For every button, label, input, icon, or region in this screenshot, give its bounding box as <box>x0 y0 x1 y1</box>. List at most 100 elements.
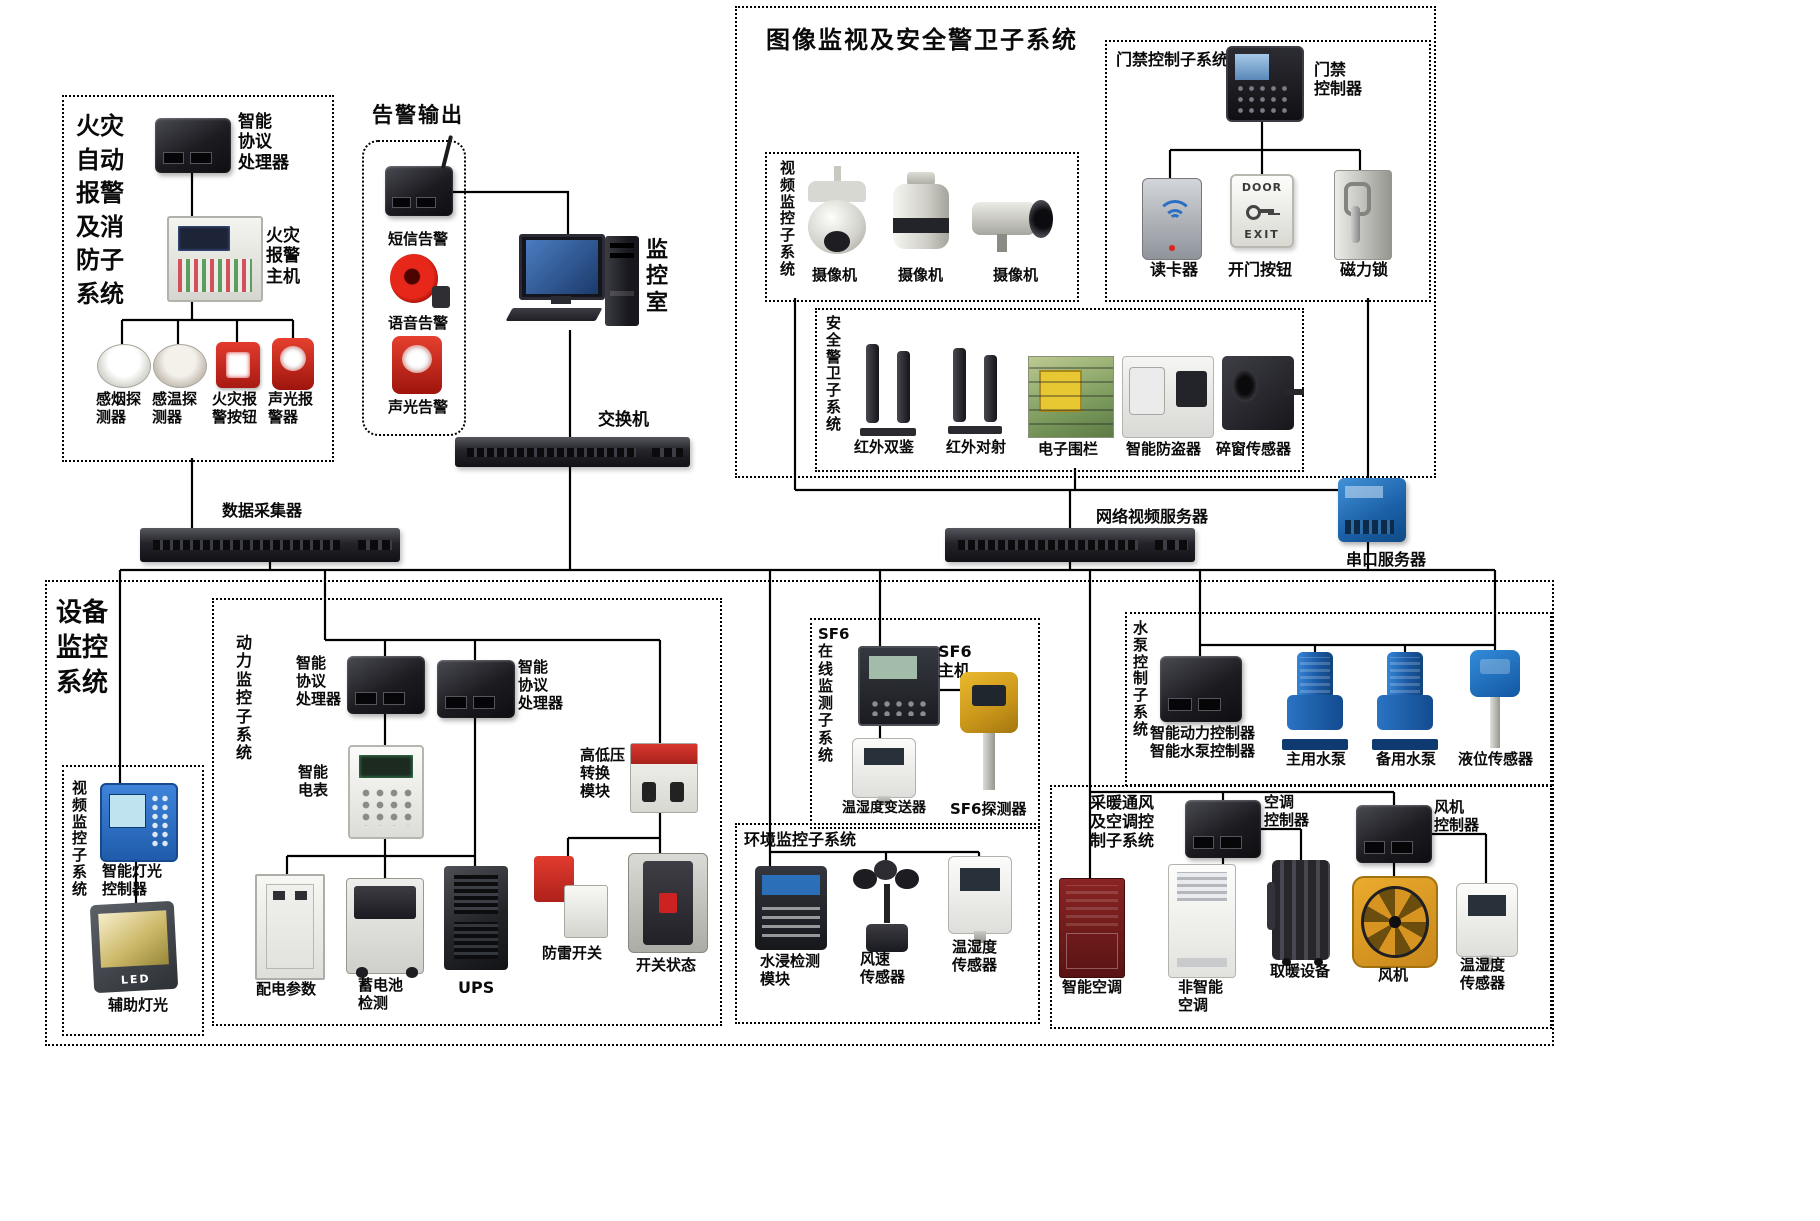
smoke-detector-device <box>97 344 151 388</box>
fan-label: 风机 <box>1378 966 1409 984</box>
plain-ac-device <box>1168 864 1236 978</box>
aux-floodlight-device: LED <box>89 900 179 994</box>
camera-ptz-device <box>886 172 956 260</box>
card-reader-device <box>1142 178 1202 260</box>
sound-light-alarm-label: 声光告警 <box>388 398 449 416</box>
smart-ac-device <box>1059 878 1125 978</box>
fire-protocol-processor-device <box>155 118 231 173</box>
fire-alarm-host-device <box>167 216 263 302</box>
hvac-title: 采暖通风 及空调控 制子系统 <box>1090 793 1155 851</box>
serial-server-device <box>1338 478 1406 542</box>
hvac-temp-sensor-device <box>1456 883 1518 966</box>
equipment-title: 设备 监控 系统 <box>56 598 109 699</box>
sf6-detector-device <box>960 672 1018 790</box>
alarm-output-box <box>362 140 466 436</box>
nvr-device <box>945 528 1195 562</box>
card-reader-label: 读卡器 <box>1150 260 1199 279</box>
hv-module-device <box>630 743 698 813</box>
electric-fence-label: 电子围栏 <box>1038 440 1099 458</box>
hvac-temp-sensor-label: 温湿度 传感器 <box>1460 956 1506 992</box>
wifi-icon <box>1157 199 1193 236</box>
hv-module-label: 高低压 转换 模块 <box>580 746 626 800</box>
battery-label: 蓄电池 检测 <box>358 976 404 1012</box>
door-button-label: 开门按钮 <box>1228 260 1293 279</box>
env-temp-sensor-label: 温湿度 传感器 <box>952 938 998 974</box>
switch-label: 交换机 <box>598 410 649 430</box>
main-pump-label: 主用水泵 <box>1286 750 1347 768</box>
camera-dome-device <box>802 166 872 260</box>
sf6-detector-label: SF6探测器 <box>950 800 1027 818</box>
ac-controller-label: 空调 控制器 <box>1264 793 1310 829</box>
smart-meter-label: 智能 电表 <box>298 763 329 799</box>
voice-alarm-label: 语音告警 <box>388 314 449 332</box>
pump-title: 水 泵 控 制 子 系 统 <box>1133 619 1149 738</box>
equipment-monitoring-box <box>45 580 1554 1046</box>
surge-protector-label: 防雷开关 <box>542 944 603 962</box>
access-control-title: 门禁控制子系统 <box>1116 50 1229 69</box>
led-text: LED <box>120 971 151 987</box>
ethernet-switch-device <box>455 437 690 467</box>
glass-break-sensor-device <box>1222 356 1305 430</box>
fire-sounder-device <box>272 338 314 390</box>
aux-light-label: 辅助灯光 <box>108 996 169 1014</box>
heat-detector-label: 感温探 测器 <box>152 390 198 426</box>
fan-controller-device <box>1356 805 1432 863</box>
distribution-cabinet-device <box>255 874 325 980</box>
plain-ac-label: 非智能 空调 <box>1178 978 1224 1014</box>
fire-call-point-device <box>216 342 260 388</box>
env-title: 环境监控子系统 <box>744 830 857 849</box>
wind-sensor-label: 风速 传感器 <box>860 950 906 986</box>
monitor-icon <box>519 234 605 300</box>
nvr-label: 网络视频服务器 <box>1096 507 1209 526</box>
heater-label: 取暖设备 <box>1270 962 1331 980</box>
ir-dual-label: 红外双鉴 <box>854 438 915 456</box>
door-text: DOOR <box>1241 180 1283 194</box>
sf6-title: SF6 在 线 监 测 子 系 统 <box>818 625 850 764</box>
electric-fence-device <box>1028 356 1114 438</box>
power-proc2-label: 智能 协议 处理器 <box>518 658 564 712</box>
keyboard-icon <box>505 308 603 321</box>
fan-device <box>1352 876 1438 968</box>
ir-dual-detector-device <box>860 344 916 436</box>
sms-alarm-device <box>385 135 453 216</box>
power-title: 动 力 监 控 子 系 统 <box>236 633 253 763</box>
heater-device <box>1266 860 1330 966</box>
fire-subsystem-box <box>62 95 334 462</box>
light-controller-device <box>100 783 178 862</box>
breaker-status-label: 开关状态 <box>636 956 697 974</box>
magnetic-lock-label: 磁力锁 <box>1340 260 1389 279</box>
ac-controller-device <box>1185 800 1261 858</box>
smoke-detector-label: 感烟探 测器 <box>96 390 142 426</box>
ir-beam-device <box>948 348 1002 434</box>
door-exit-button-device: DOOR EXIT <box>1230 174 1294 248</box>
camera-label-3: 摄像机 <box>993 266 1039 284</box>
fire-call-point-label: 火灾报 警按钮 <box>212 390 258 426</box>
data-collector-device <box>140 528 400 562</box>
control-room-computer <box>505 230 655 332</box>
battery-test-device <box>346 878 424 978</box>
key-icon <box>1246 204 1277 221</box>
security-guard-title: 安 全 警 卫 子 系 统 <box>826 314 842 433</box>
power-proc1-label: 智能 协议 处理器 <box>296 654 342 708</box>
video-subsystem-box <box>62 765 204 1036</box>
main-pump-device <box>1282 652 1348 750</box>
ir-beam-label: 红外对射 <box>946 438 1007 456</box>
power-protocol-processor-1 <box>347 656 425 714</box>
ups-label: UPS <box>458 978 495 997</box>
pump-controller-device <box>1160 656 1242 722</box>
voice-alarm-device <box>390 252 450 310</box>
fire-alarm-host-label: 火灾 报警 主机 <box>266 226 300 287</box>
pump-controller-label: 智能动力控制器 智能水泵控制器 <box>1150 724 1256 760</box>
sf6-monitoring-box <box>810 618 1040 829</box>
fan-controller-label: 风机 控制器 <box>1434 798 1480 834</box>
sf6-host-device <box>858 646 940 726</box>
fire-protocol-processor-label: 智能 协议 处理器 <box>238 112 289 173</box>
breaker-status-device <box>628 853 708 953</box>
ups-device <box>444 866 508 970</box>
backup-pump-device <box>1372 652 1438 750</box>
camera-bullet-device <box>972 188 1056 252</box>
power-protocol-processor-2 <box>437 660 515 718</box>
level-sensor-device <box>1465 650 1525 748</box>
data-collector-label: 数据采集器 <box>222 501 303 520</box>
